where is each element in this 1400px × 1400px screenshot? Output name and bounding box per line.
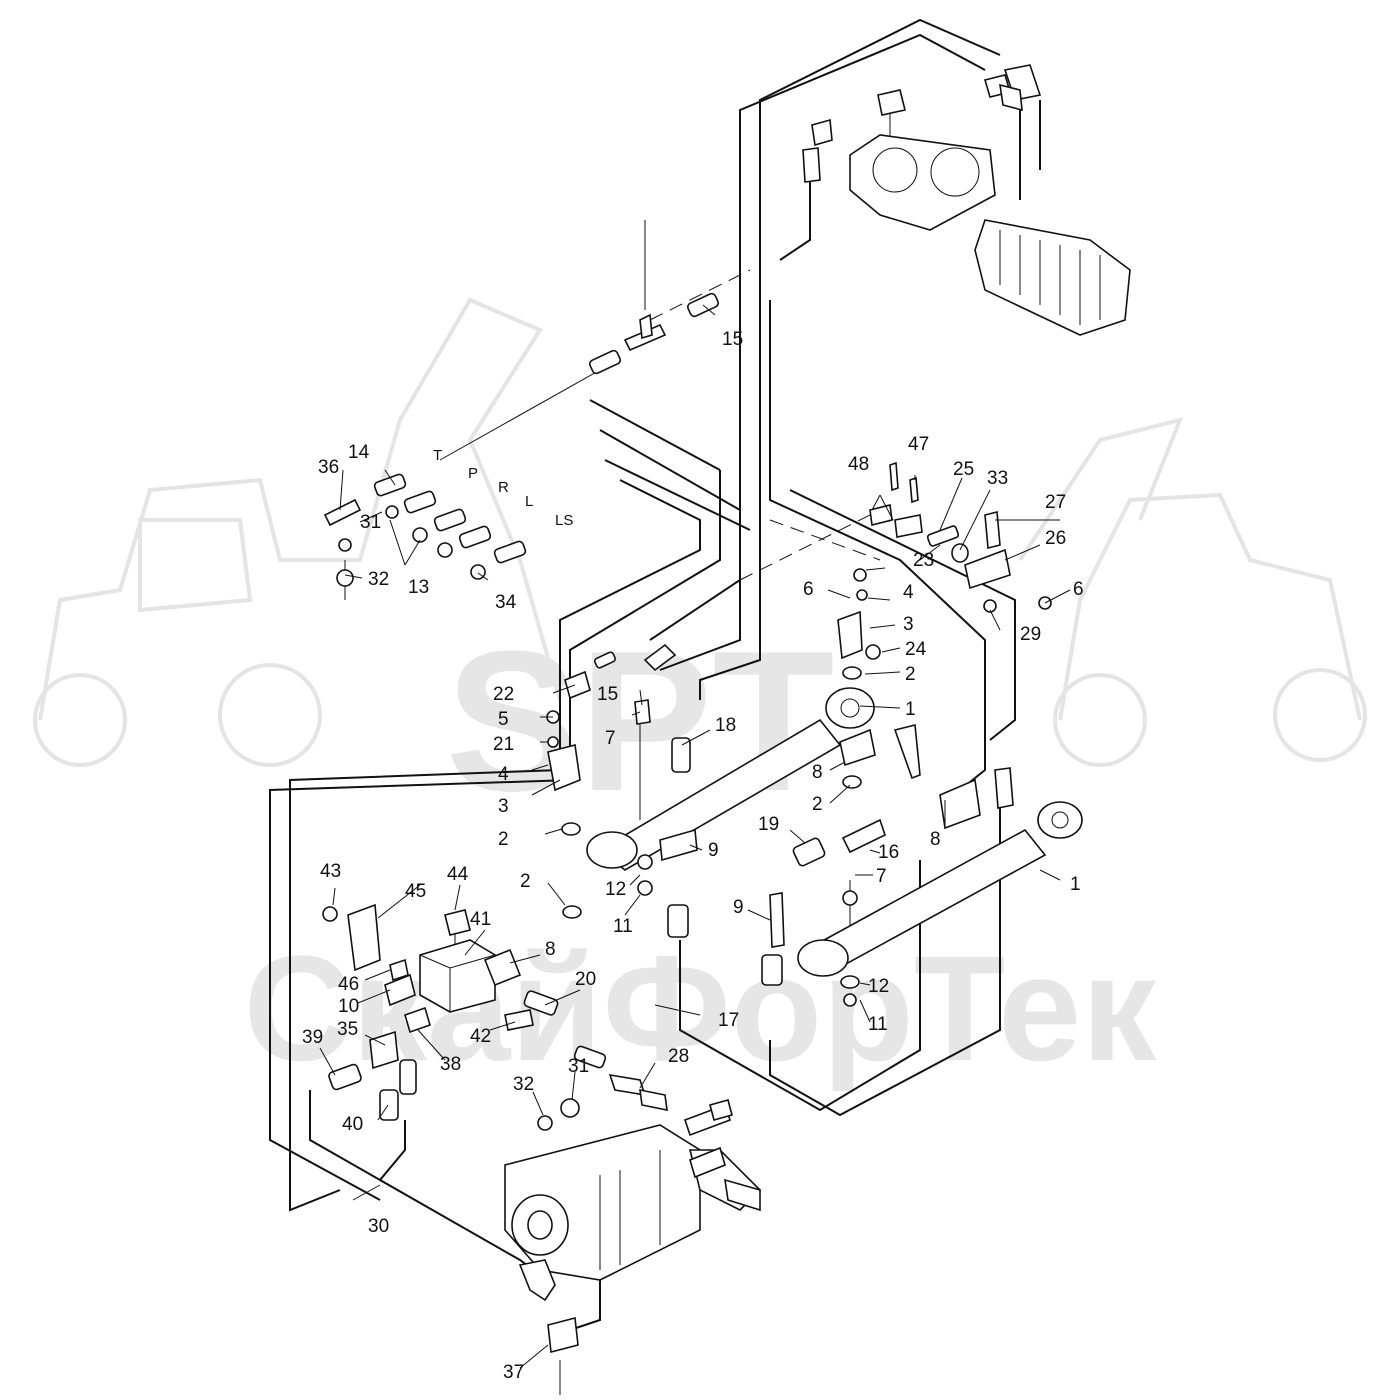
callout-37: 37 xyxy=(503,1362,524,1383)
callout-2-right-a: 2 xyxy=(905,664,916,685)
callout-21: 21 xyxy=(493,734,514,755)
hose-center-frame-2 xyxy=(769,800,1001,1117)
hose-L-line xyxy=(619,479,701,550)
callout-46: 46 xyxy=(338,974,359,995)
callout-28: 28 xyxy=(668,1046,689,1067)
manifold-block xyxy=(347,903,496,1013)
callout-18: 18 xyxy=(715,715,736,736)
callout-11-left: 11 xyxy=(613,916,633,937)
line-label-L: L xyxy=(525,493,533,510)
callout-23: 23 xyxy=(913,550,934,571)
bracket-45 xyxy=(347,903,381,972)
callout-2-left-a: 2 xyxy=(498,829,509,850)
callout-7-right: 7 xyxy=(876,866,887,887)
hydraulic-pump xyxy=(504,1103,762,1281)
callout-42: 42 xyxy=(470,1026,491,1047)
callout-43: 43 xyxy=(320,861,341,882)
callout-38: 38 xyxy=(440,1054,461,1075)
callout-45: 45 xyxy=(405,881,426,902)
callout-17: 17 xyxy=(718,1010,739,1031)
callout-32-left: 32 xyxy=(368,569,389,590)
callout-5: 5 xyxy=(498,709,509,730)
hose-R-line xyxy=(604,459,751,531)
callout-31-lower: 31 xyxy=(568,1056,589,1077)
callout-10: 10 xyxy=(338,996,359,1017)
line-label-R: R xyxy=(498,479,509,496)
watermark-brand: СкайФорТек xyxy=(244,924,1158,1092)
callout-11-right: 11 xyxy=(868,1014,888,1035)
callout-27: 27 xyxy=(1045,492,1066,513)
watermark-tractor-left-icon xyxy=(33,297,562,767)
callout-1-bottom: 1 xyxy=(1070,874,1081,895)
hose-to-top-fitting xyxy=(779,180,811,261)
control-valve-block xyxy=(849,134,1131,336)
hose-T-line xyxy=(589,399,721,471)
watermark-tractor-right-icon xyxy=(1018,417,1367,767)
callout-2-left-b: 2 xyxy=(520,871,531,892)
hose-P-line xyxy=(599,429,741,641)
fittings xyxy=(322,64,1052,1354)
callout-30: 30 xyxy=(368,1216,389,1237)
control-valve-body xyxy=(974,219,1131,336)
callout-15-top: 15 xyxy=(722,329,743,350)
callout-2-right-b: 2 xyxy=(812,794,823,815)
callout-9-left: 9 xyxy=(708,840,719,861)
callout-22: 22 xyxy=(493,684,514,705)
hose-upper-outer xyxy=(699,18,1001,700)
callout-40: 40 xyxy=(342,1114,363,1135)
cylinder-left xyxy=(586,687,875,871)
callout-20: 20 xyxy=(575,969,596,990)
line-label-LS: LS xyxy=(555,512,573,529)
callout-12-right: 12 xyxy=(868,976,889,997)
leader-lines xyxy=(319,304,1071,1369)
callout-4-left: 4 xyxy=(498,764,509,785)
callout-25: 25 xyxy=(953,459,974,480)
hose-right-return-2 xyxy=(789,489,1016,741)
callout-4-right: 4 xyxy=(903,582,914,603)
callout-33: 33 xyxy=(987,468,1008,489)
callout-14: 14 xyxy=(348,442,370,463)
callout-1-top: 1 xyxy=(905,699,916,720)
callout-8-lower: 8 xyxy=(545,939,556,960)
hose-center-frame xyxy=(679,860,921,1112)
line-label-T: T xyxy=(433,447,442,464)
callout-47: 47 xyxy=(908,434,929,455)
callout-35: 35 xyxy=(337,1019,358,1040)
callout-24: 24 xyxy=(905,639,927,660)
callout-6-right: 6 xyxy=(1073,579,1084,600)
callout-3-left: 3 xyxy=(498,796,509,817)
callout-16: 16 xyxy=(878,842,899,863)
callout-44: 44 xyxy=(447,864,469,885)
callout-19: 19 xyxy=(758,814,779,835)
line-labels: T P R L LS xyxy=(433,447,573,529)
cylinders xyxy=(586,687,1083,977)
callout-36: 36 xyxy=(318,457,339,478)
callout-39: 39 xyxy=(302,1027,323,1048)
callout-15-mid: 15 xyxy=(597,684,618,705)
callout-13: 13 xyxy=(408,577,429,598)
callout-29: 29 xyxy=(1020,624,1041,645)
hose-right-return xyxy=(769,300,986,791)
callout-9-right: 9 xyxy=(733,897,744,918)
callout-41: 41 xyxy=(470,909,491,930)
callout-34: 34 xyxy=(495,592,517,613)
hose-upper-inner xyxy=(659,33,986,671)
callout-12-left: 12 xyxy=(605,879,626,900)
callout-8-right: 8 xyxy=(930,829,941,850)
callout-7-left: 7 xyxy=(605,728,616,749)
callout-31-left: 31 xyxy=(360,512,381,533)
callout-26: 26 xyxy=(1045,528,1066,549)
cylinder-right xyxy=(797,801,1083,977)
valve-mounting-plate xyxy=(849,134,996,231)
callout-8-mid: 8 xyxy=(812,762,823,783)
callout-6-left: 6 xyxy=(803,579,814,600)
cap-44 xyxy=(444,909,471,936)
callout-32-lower: 32 xyxy=(513,1074,534,1095)
callout-3-right: 3 xyxy=(903,614,914,635)
hose-37-link xyxy=(569,1280,601,1331)
line-label-P: P xyxy=(468,465,478,482)
callout-48: 48 xyxy=(848,454,869,475)
callout-numbers: 15 36 14 31 13 32 34 22 15 5 21 4 3 2 7 … xyxy=(302,329,1084,1383)
